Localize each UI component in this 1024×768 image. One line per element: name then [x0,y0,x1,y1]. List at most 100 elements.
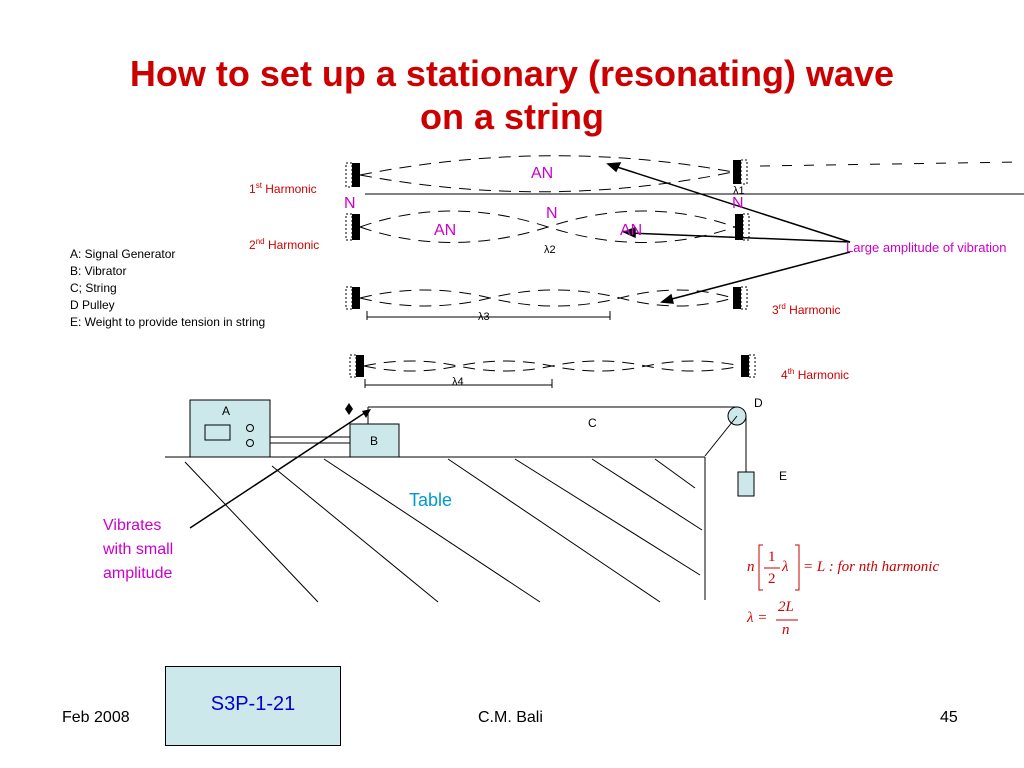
wavelength-label-3: λ3 [478,311,490,323]
antinode-label-2a: AN [434,222,457,239]
vibrates-arrow-head [362,409,371,418]
first-harmonic-diagram [345,155,1024,195]
formula-frac-num: 2L [778,599,794,615]
legend-item-e: E: Weight to provide tension in string [70,315,266,329]
wave-3-b [359,289,734,307]
clamp-left-2 [345,213,353,241]
slide-code: S3P-1-21 [210,693,296,715]
wave-4-b [363,360,742,372]
table-hatch-4 [447,458,661,603]
third-harmonic-diagram [345,286,748,320]
formula-half-num: 1 [768,549,776,565]
clamp-left-3 [345,286,353,310]
formula-lambda: λ [782,559,789,575]
arrow-head-2 [622,226,636,239]
large-amplitude-callout: Large amplitude of vibration [846,240,1007,255]
wave-1-extension [759,161,1021,167]
vibrator [349,423,400,458]
formula-half-den: 2 [768,571,776,587]
harmonic-label-4: 4th Harmonic [781,367,850,382]
slide-title: How to set up a stationary (resonating) … [0,52,1024,138]
clamp-left-2-block [352,214,360,240]
label-b: B [370,434,379,448]
label-e: E [779,469,788,483]
wave-1-upper [359,155,734,176]
table-hatch-2 [271,465,439,603]
apparatus-legend: A: Signal Generator B: Vibrator C; Strin… [70,246,265,331]
bracket-right [795,544,800,591]
clamp-left-3-block [352,287,360,309]
generator-knob-2 [246,439,254,447]
wavelength-label-2: λ2 [544,244,556,256]
label-d: D [754,396,763,410]
legend-item-a: A: Signal Generator [70,247,176,261]
clamp-right-2 [742,213,750,241]
footer-date: Feb 2008 [62,709,130,726]
legend-item-b: B: Vibrator [70,264,127,278]
clamp-left-1-block [352,163,360,187]
antinode-label-1: AN [531,165,554,182]
formula-lambda-eq: λ = [747,610,768,626]
harmonic-label-1: 1st Harmonic [249,181,317,196]
clamp-right-4 [748,354,756,378]
formula-harmonic-rest: = L : for nth harmonic [803,559,940,575]
vibration-marker [345,403,353,415]
vibrates-line-3: amplitude [103,565,173,582]
wavelength-label-4: λ4 [452,376,464,388]
title-line-2: on a string [419,96,604,137]
vibrates-arrow [189,411,367,529]
table-hatch-5 [514,458,701,576]
callout-arrows [606,162,851,304]
wave-2-b [359,210,736,243]
formula-brackets [758,544,800,621]
clamp-left-4-block [356,355,364,377]
apparatus [165,399,755,603]
clamp-right-1-block [733,160,741,184]
table-hatch-3 [323,458,541,603]
table-hatch-1 [184,461,319,603]
vibrates-line-2: with small [103,541,174,558]
weight [737,471,755,497]
bracket-left [758,544,763,591]
footer-author: C.M. Bali [478,709,543,726]
node-label-right: N [732,195,744,212]
clamp-left-1 [345,162,353,188]
label-c: C [588,416,597,430]
legend-item-c: C; String [70,281,117,295]
node-label-middle: N [546,205,558,222]
clamp-right-3 [740,286,748,310]
generator-knob-1 [246,424,254,432]
clamp-right-3-block [733,287,741,309]
table-label: Table [409,490,453,510]
arrow-head-3 [660,293,674,304]
harmonic-label-3: 3rd Harmonic [772,302,841,317]
table-hatch-6 [591,458,703,531]
vibrates-note: Vibrates with small amplitude [103,514,173,586]
generator-screen [204,424,231,441]
pulley-bracket [704,415,738,457]
clamp-right-4-block [741,355,749,377]
arrow-head-1 [606,162,622,173]
footer-page-number: 45 [940,709,958,726]
fourth-harmonic-diagram [349,354,756,388]
wave-3-a [359,289,734,307]
table-hatch-7 [654,458,696,489]
formula-n: n [747,559,755,575]
title-line-1: How to set up a stationary (resonating) … [129,53,895,94]
arrow-to-third-harmonic [667,251,851,301]
wave-1-lower [359,171,734,193]
node-label-left: N [344,195,356,212]
formula-frac-den: n [782,622,790,638]
harmonic-label-2: 2nd Harmonic [249,237,320,252]
arrow-to-first-harmonic [613,165,851,243]
clamp-left-4 [349,354,357,378]
clamp-right-2-block [735,214,743,240]
clamp-right-1 [740,159,748,185]
slide-code-box: S3P-1-21 [165,666,341,746]
legend-item-d: D Pulley [70,298,115,312]
second-harmonic-diagram [345,210,750,243]
label-a: A [222,404,231,418]
wavelength-label-1: λ1 [733,185,745,197]
antinode-label-2b: AN [620,222,643,239]
